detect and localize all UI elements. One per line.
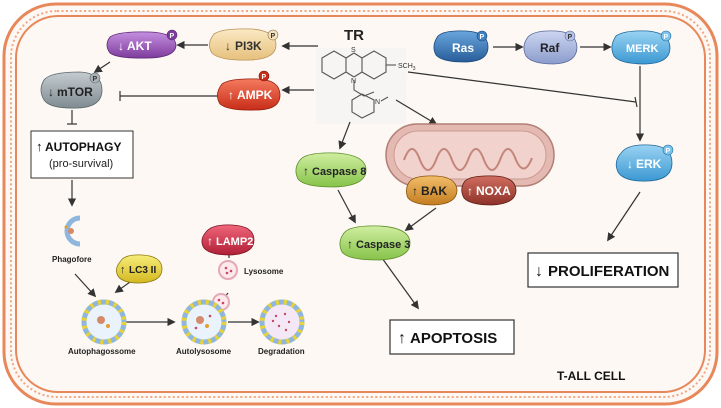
mtor-arrow: ↓ <box>48 85 54 99</box>
merk-node: P MERK <box>611 30 672 65</box>
merk-label: MERK <box>626 43 658 55</box>
proliferation-label: PROLIFERATION <box>548 263 669 280</box>
autophagosome-label: Autophagossome <box>68 347 136 356</box>
cell-label: T-ALL CELL <box>557 369 625 383</box>
lysosome-label: Lysosome <box>244 267 284 276</box>
noxa-node: ↑ NOXA <box>461 175 517 206</box>
degradation: Degradation <box>258 299 305 356</box>
apoptosis-arrow: ↑ <box>398 330 406 347</box>
pathway-arrows <box>67 40 645 327</box>
proliferation-box: ↓ PROLIFERATION <box>527 252 679 288</box>
autophagy-sublabel: (pro-survival) <box>49 158 113 170</box>
pi3k-label: PI3K <box>235 39 262 53</box>
phospho-mark: P <box>170 33 175 40</box>
lamp2-label: LAMP2 <box>216 236 253 248</box>
phospho-mark: P <box>271 33 276 40</box>
phospho-mark: P <box>568 34 573 41</box>
autophagy-arrow: ↑ <box>36 139 43 154</box>
caspase3-node: ↑ Caspase 3 <box>339 225 410 261</box>
akt-arrow: ↓ <box>118 39 124 53</box>
caspase8-arrow: ↑ <box>303 164 309 178</box>
lc3-label: LC3 II <box>129 265 156 276</box>
apoptosis-box: ↑ APOPTOSIS <box>389 319 515 355</box>
caspase3-arrow: ↑ <box>347 237 353 251</box>
caspase8-label: Caspase 8 <box>312 166 366 178</box>
autophagy-box: ↑ AUTOPHAGY (pro-survival) <box>30 130 134 179</box>
erk-node: P ↓ ERK <box>615 144 674 182</box>
pi3k-arrow: ↓ <box>225 39 231 53</box>
phospho-mark: P <box>666 148 671 155</box>
phospho-mark: P <box>93 76 98 83</box>
erk-arrow: ↓ <box>627 157 633 171</box>
bak-node: ↑ BAK <box>406 175 458 206</box>
akt-label: AKT <box>127 39 152 53</box>
ras-node: P Ras <box>433 30 489 63</box>
ring-sulfur: S <box>351 47 356 54</box>
bak-label: BAK <box>421 184 447 198</box>
proliferation-arrow: ↓ <box>535 263 543 280</box>
mtor-label: mTOR <box>57 85 93 99</box>
autolysosome: Autolysosome <box>176 299 232 356</box>
drug-name: TR <box>344 27 364 44</box>
phagofore-label: Phagofore <box>52 255 92 264</box>
caspase3-label: Caspase 3 <box>356 239 410 251</box>
autophagy-label: AUTOPHAGY <box>45 140 121 154</box>
noxa-arrow: ↑ <box>467 184 473 198</box>
phospho-mark: P <box>664 34 669 41</box>
ampk-node: P ↑ AMPK <box>217 70 281 111</box>
lc3-arrow: ↑ <box>120 264 126 276</box>
phospho-mark: P <box>480 34 485 41</box>
apoptosis-label: APOPTOSIS <box>410 330 497 347</box>
degradation-label: Degradation <box>258 347 305 356</box>
lamp2-arrow: ↑ <box>207 234 213 248</box>
mitochondrion <box>385 123 555 187</box>
noxa-label: NOXA <box>476 184 511 198</box>
amine-nitrogen: N <box>375 99 380 106</box>
sch3-label: SCH3 <box>398 63 416 72</box>
raf-node: P Raf <box>523 30 578 65</box>
ras-label: Ras <box>452 41 474 55</box>
drug-structure: TR S N SCH3 N <box>316 27 416 124</box>
caspase8-node: ↑ Caspase 8 <box>295 152 366 188</box>
ampk-arrow: ↑ <box>228 88 234 102</box>
autolysosome-label: Autolysosome <box>176 347 232 356</box>
autophagosome: Autophagossome <box>68 299 136 356</box>
pi3k-node: P ↓ PI3K <box>209 28 279 61</box>
phospho-mark: P <box>262 74 267 81</box>
bak-arrow: ↑ <box>412 184 418 198</box>
ampk-label: AMPK <box>237 88 273 102</box>
lc3-node: ↑ LC3 II <box>116 254 163 284</box>
raf-label: Raf <box>540 41 560 55</box>
lamp2-node: ↑ LAMP2 <box>201 224 255 256</box>
akt-node: P ↓ AKT <box>106 29 178 59</box>
phagofore: Phagofore <box>52 215 92 264</box>
erk-label: ERK <box>636 157 662 171</box>
mtor-node: P ↓ mTOR <box>40 71 103 109</box>
